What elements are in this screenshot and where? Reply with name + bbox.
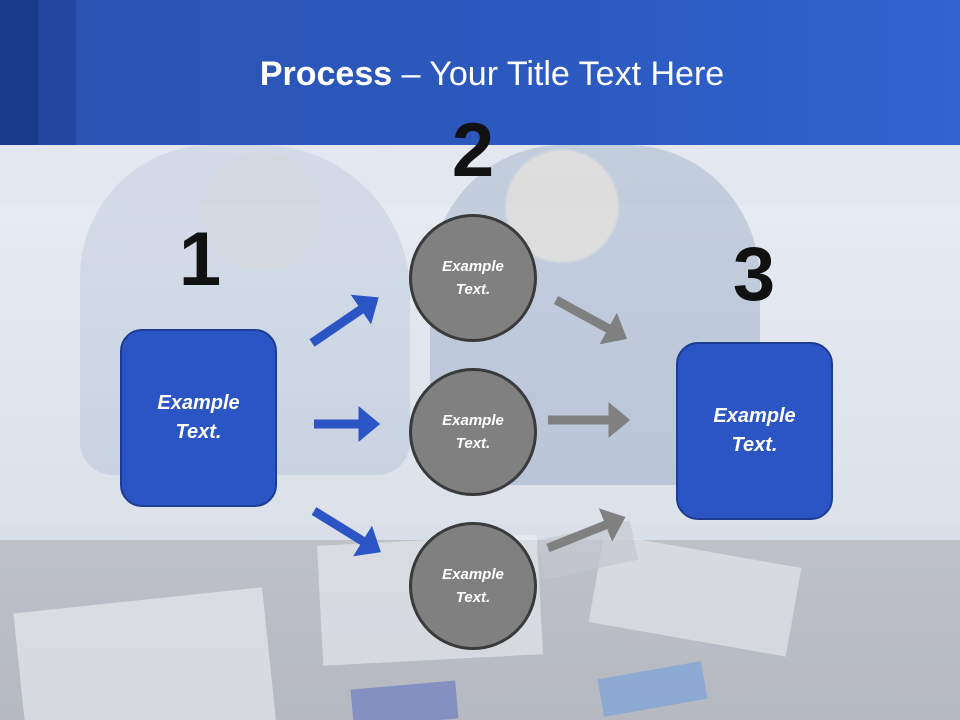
step-number-1[interactable]: 1 xyxy=(178,217,222,302)
arrow-from-circle-1 xyxy=(553,296,628,345)
process-circle-3[interactable]: Example Text. xyxy=(409,522,537,650)
title-bar: Process – Your Title Text Here xyxy=(0,0,960,145)
right-box-text: Example Text. xyxy=(713,405,796,456)
arrow-to-circle-1 xyxy=(309,294,379,347)
right-process-box[interactable]: Example Text. xyxy=(676,342,833,520)
process-circle-1[interactable]: Example Text. xyxy=(409,214,537,342)
header-accent-stripe xyxy=(0,0,38,145)
process-circle-2[interactable]: Example Text. xyxy=(409,368,537,496)
arrow-from-circle-3 xyxy=(546,508,626,553)
circle-text: Example Text. xyxy=(442,566,504,606)
step-number-3[interactable]: 3 xyxy=(732,232,776,317)
title-bold: Process xyxy=(259,55,393,93)
slide-title[interactable]: Process – Your Title Text Here xyxy=(0,52,960,96)
title-rest: – Your Title Text Here xyxy=(392,55,725,93)
header-accent-stripe xyxy=(38,0,76,145)
arrow-to-circle-3 xyxy=(311,507,381,557)
left-box-text: Example Text. xyxy=(157,392,240,443)
step-number-2[interactable]: 2 xyxy=(451,108,495,193)
left-process-box[interactable]: Example Text. xyxy=(120,329,277,507)
circle-text: Example Text. xyxy=(442,258,504,298)
circle-text: Example Text. xyxy=(442,412,504,452)
